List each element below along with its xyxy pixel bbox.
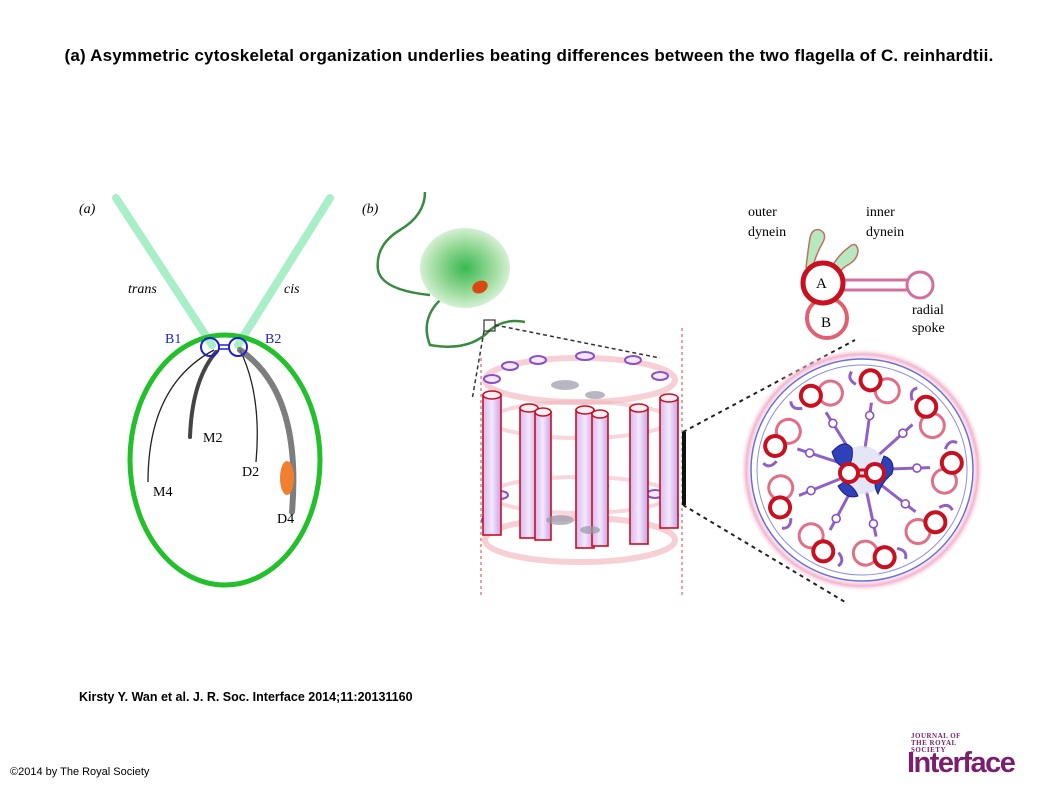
cell-outline <box>127 332 323 588</box>
d2-label: D2 <box>242 465 259 480</box>
basal-body-b2 <box>228 337 248 357</box>
rootlet-d2 <box>239 349 258 463</box>
panel-a-label: (a) <box>79 202 96 217</box>
inner-dynein-line2: dynein <box>866 225 904 240</box>
basal-body-b1 <box>200 337 220 357</box>
cell-body <box>420 228 510 308</box>
cell-eyespot <box>472 280 488 294</box>
b2-label: B2 <box>265 332 281 347</box>
a-label: A <box>816 276 827 292</box>
trans-flagellum <box>112 194 216 349</box>
slide-title: (a) Asymmetric cytoskeletal organization… <box>64 46 994 65</box>
outer-dynein-line2: dynein <box>748 225 786 240</box>
d4-label: D4 <box>277 512 294 527</box>
m2-label: M2 <box>203 431 222 446</box>
cis-label: cis <box>284 282 300 297</box>
b-label: B <box>821 315 831 331</box>
axoneme-cross-section <box>740 348 984 592</box>
flagellum-lower <box>425 299 526 348</box>
logo-journal-line: JOURNAL OF THE ROYAL SOCIETY <box>911 732 961 754</box>
axoneme-side-view <box>480 328 686 595</box>
eyespot <box>280 461 294 495</box>
radial-spoke-line2: spoke <box>912 321 945 336</box>
copyright-notice: ©2014 by The Royal Society <box>10 766 150 778</box>
panel-b-label: (b) <box>362 202 379 217</box>
b1-label: B1 <box>165 332 181 347</box>
outer-dynein-line1: outer <box>748 205 777 220</box>
radial-spoke-line1: radial <box>912 303 944 318</box>
rootlet-m4 <box>147 349 215 483</box>
cis-flagellum <box>234 194 334 349</box>
panel-b: (b) <box>362 191 984 603</box>
flagellum-upper <box>376 191 431 297</box>
trans-label: trans <box>128 282 157 297</box>
inner-dynein-line1: inner <box>866 205 895 220</box>
rootlet-m2 <box>188 350 218 439</box>
panel-a: (a) trans cis B1 B2 M2 D2 M4 D4 <box>79 194 334 588</box>
dynein-inset: A B outer dynein inner dynein radial spo… <box>748 205 945 340</box>
journal-logo: JOURNAL OF THE ROYAL SOCIETY Interface <box>905 732 1016 780</box>
citation: Kirsty Y. Wan et al. J. R. Soc. Interfac… <box>79 690 413 704</box>
logo-interface-word: Interface <box>907 747 1016 779</box>
m4-label: M4 <box>153 485 172 500</box>
